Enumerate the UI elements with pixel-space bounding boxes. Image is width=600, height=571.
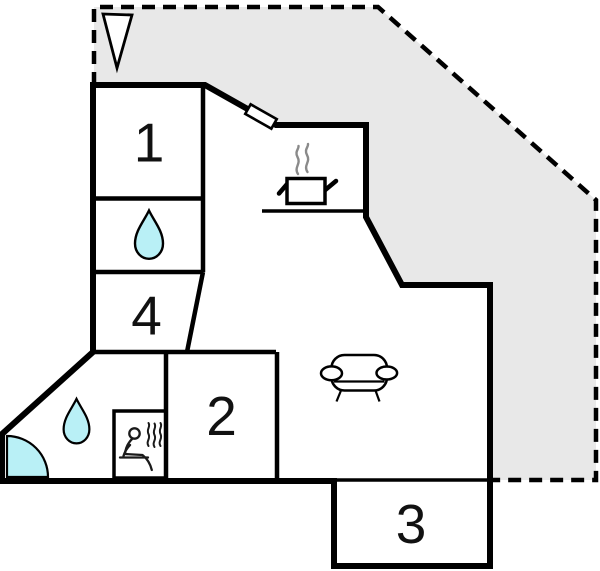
north-arrow-icon [101,12,134,74]
room-2-label: 2 [206,385,237,447]
sauna-person-body [123,437,153,472]
sofa-armrest-left [319,365,344,382]
sauna-person-head [128,427,141,440]
room-3-label: 3 [396,493,427,555]
interior-door-icon [243,102,279,131]
sauna-icon [118,422,163,472]
plot-area-fill [94,7,596,480]
sofa-leg-right [374,390,381,402]
stove-pot-icon [262,142,363,213]
interior-walls [93,85,490,482]
plot-boundary-dashed-line [91,4,599,483]
sauna-steam-icon [146,422,163,448]
sofa-icon [319,353,399,402]
building-outline [0,82,493,569]
sofa-leg-left [335,390,343,402]
room-4-label: 4 [131,285,162,347]
entrance-door-swing-icon [5,434,50,479]
sauna-person-arm [122,443,132,458]
wall-room4-right-slant [184,271,206,353]
water-drop-icon [133,207,165,261]
room-1-label: 1 [134,112,165,174]
water-drop-icon [62,396,91,445]
pot-steam-icon [295,142,310,176]
sofa-armrest-right [375,365,399,381]
pot-body [285,176,327,206]
sauna-room-outline [112,409,168,480]
